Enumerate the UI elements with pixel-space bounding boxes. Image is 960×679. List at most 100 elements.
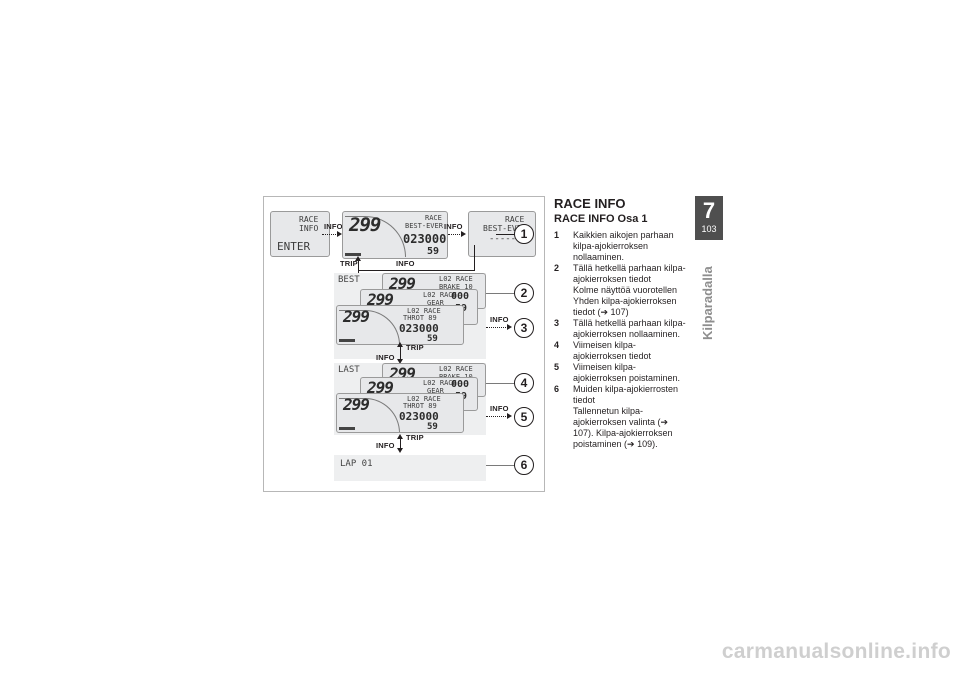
item-list: 1 Kaikkien aikojen parhaan kilpa-ajokier… [554,230,689,450]
callout-line-1 [496,234,516,235]
lcd-last-throttle: 299 L02 RACE THROT 89 023000 59 [336,393,464,433]
item-number: 2 [554,263,560,273]
item-number: 3 [554,318,560,328]
item-text: Tällä hetkellä parhaan kilpa-ajokierroks… [573,318,686,339]
list-item: 3 Tällä hetkellä parhaan kilpa-ajokierro… [554,318,689,340]
lcd-mode-bar [339,427,355,430]
arrow-right-icon [507,413,512,419]
updown-line [400,347,401,359]
lcd-text-gear: GEAR [427,387,444,395]
lcd-speed: 299 [367,378,394,397]
lcd-speed: 299 [343,395,370,414]
chapter-tab: 7 103 [695,196,723,240]
item-text: Muiden kilpa-ajokierrosten tiedot [573,384,679,405]
arrow-right-icon [507,324,512,330]
item-subtext: Kolme näyttöä vuorotellen Yhden kilpa-aj… [573,285,678,317]
trip-arrow-line [358,259,359,273]
item-text: Viimeisen kilpa-ajokierroksen poistamine… [573,362,681,383]
callout-line-4 [486,383,516,384]
last-title: LAST [338,365,360,375]
arrow-right-icon [337,231,342,237]
info-return-line [474,245,475,270]
lcd-odometer: 023000 [403,232,447,246]
item-number: 5 [554,362,560,372]
lcd-speed: 299 [367,290,394,309]
lcd-text-race-right: RACE [505,215,525,224]
item-number: 1 [554,230,560,240]
lcd-text-best-ever-right: BEST-EVER [483,224,527,233]
lcd-speed: 299 [343,307,370,326]
callout-3: 3 [514,318,534,338]
callout-line-2 [486,293,516,294]
lcd-text-gear: GEAR [427,299,444,307]
lcd-speed: 299 [349,214,381,236]
callout-6: 6 [514,455,534,475]
item-number: 4 [554,340,560,350]
lcd-text-3: ENTER [277,240,311,253]
lcd-text-best-ever: BEST-EVER [405,222,443,230]
info-label-top-right: INFO [444,222,463,231]
list-item: 2 Tällä hetkellä parhaan kilpa-ajokierro… [554,263,689,318]
watermark: carmanualsonline.info [721,640,951,663]
info-label-bottom: INFO [376,441,395,450]
lap-group [334,455,486,481]
list-item: 1 Kaikkien aikojen parhaan kilpa-ajokier… [554,230,689,263]
chapter-title: Kilparadalla [700,266,715,340]
section-title: RACE INFO Osa 1 [554,213,648,225]
lcd-best-throttle: 299 L02 RACE THROT 89 023000 59 [336,305,464,345]
best-title: BEST [338,275,360,285]
trip-label-mid: TRIP [406,343,424,352]
info-label-mid: INFO [376,353,395,362]
arrow-up-icon [355,256,361,261]
trip-label: TRIP [340,259,358,268]
lcd-odometer: 023000 [399,410,439,423]
lcd-text-l02-race: L02 RACE [407,307,441,315]
callout-line-6 [486,465,516,466]
list-item: 6 Muiden kilpa-ajokierrosten tiedot Tall… [554,384,689,450]
arrow-up-icon [397,342,403,347]
item-text: Tällä hetkellä parhaan kilpa-ajokierroks… [573,263,686,284]
lcd-text-l02-race: L02 RACE [407,395,441,403]
lcd-text-race: RACE [425,214,442,222]
list-item: 4 Viimeisen kilpa-ajokierroksen tiedot [554,340,689,362]
lcd-text-l02-race: L02 RACE [423,291,457,299]
dotted-arrow-line-3 [486,327,508,328]
lcd-odometer: 023000 [399,322,439,335]
dotted-arrow-line [322,234,338,235]
lcd-race-info-enter: RACE INFO ENTER [270,211,330,257]
arrow-down-icon [397,359,403,364]
lcd-value: 000 [451,379,470,390]
lcd-text-throttle: THROT 89 [403,314,437,322]
lcd-text-l02-race: L02 RACE [423,379,457,387]
arrow-down-icon [397,448,403,453]
callout-1: 1 [514,224,534,244]
lcd-small-value: 59 [427,334,438,344]
item-text: Viimeisen kilpa-ajokierroksen tiedot [573,340,652,361]
trip-label-bottom: TRIP [406,433,424,442]
page-number: 103 [701,224,717,234]
lcd-text-brake: BRAKE 10 [439,283,473,291]
race-info-figure: RACE INFO ENTER INFO 299 RACE BEST-EVER … [263,196,545,492]
lcd-text-dashes: ------ [489,234,522,244]
lcd-small-value: 59 [427,422,438,432]
lcd-race-best-ever: 299 RACE BEST-EVER 023000 59 [342,211,448,259]
callout-5: 5 [514,407,534,427]
lcd-value: 000 [451,291,470,302]
info-label-top-left: INFO [324,222,343,231]
lcd-text-l02-race: L02 RACE [439,275,473,283]
info-label-5: INFO [490,404,509,413]
lcd-text-throttle: THROT 89 [403,402,437,410]
item-number: 6 [554,384,560,394]
callout-2: 2 [514,283,534,303]
lcd-mode-bar [339,339,355,342]
lcd-text-l02-race: L02 RACE [439,365,473,373]
updown-line-2 [400,439,401,448]
chapter-number: 7 [702,198,716,223]
dotted-arrow-line-2 [448,234,462,235]
lcd-text-2: INFO [299,224,319,233]
lcd-text-1: RACE [299,215,319,224]
lap-title: LAP 01 [340,459,373,469]
arrow-up-icon [397,434,403,439]
arrow-right-icon [461,231,466,237]
info-return-line-h [358,270,475,271]
